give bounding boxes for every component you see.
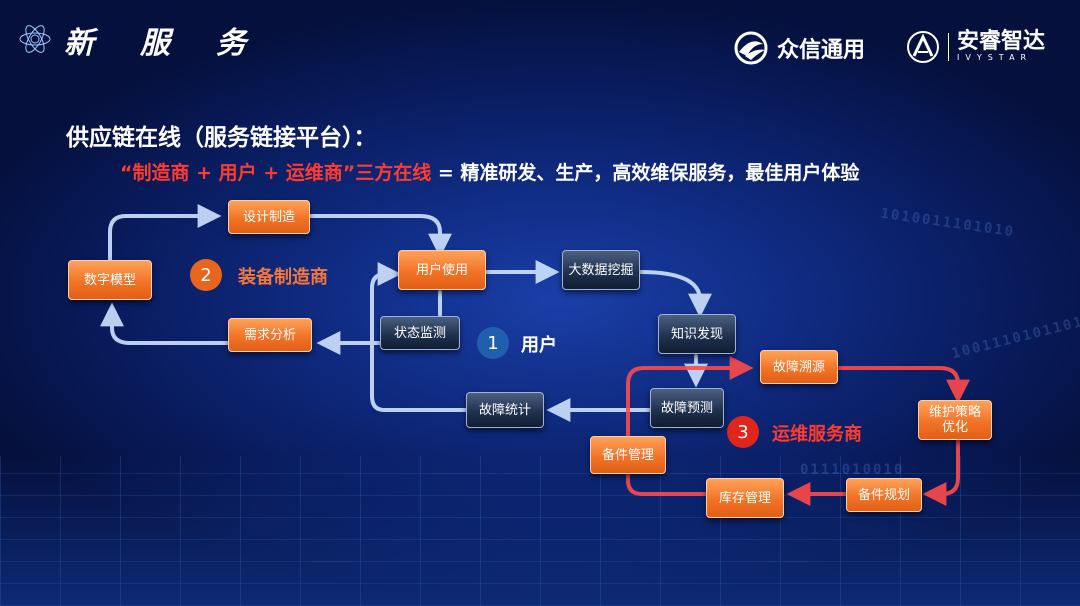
brand-ivystar-sub: IVYSTAR <box>957 53 1033 62</box>
node-fault-prediction[interactable]: 故障预测 <box>650 388 724 428</box>
node-knowledge-discovery[interactable]: 知识发现 <box>658 314 736 354</box>
node-digital-model[interactable]: 数字模型 <box>68 260 152 300</box>
node-status-monitor[interactable]: 状态监测 <box>380 316 460 350</box>
brand-divider <box>948 33 949 61</box>
node-spare-parts-planning[interactable]: 备件规划 <box>846 478 922 512</box>
brand-zhongxin: 众信通用 <box>733 30 865 66</box>
logo-mark-icon <box>19 25 51 53</box>
badge-user-label: 用户 <box>521 335 557 356</box>
node-spare-parts-management[interactable]: 备件管理 <box>590 436 666 474</box>
node-fault-stats[interactable]: 故障统计 <box>466 392 544 428</box>
binary-decoration: 0111010010 <box>800 462 905 478</box>
node-fault-tracing[interactable]: 故障溯源 <box>760 350 838 384</box>
header: 新服务 众信通用 安睿智达 IVYSTAR <box>0 0 1080 80</box>
section-subheading: “制造商 + 用户 + 运维商”三方在线 = 精准研发、生产，高效维保服务，最佳… <box>120 158 859 185</box>
subheading-highlight: “制造商 + 用户 + 运维商”三方在线 <box>120 162 432 184</box>
brand-ivystar-name: 安睿智达 <box>957 29 1046 54</box>
badge-service-number: 3 <box>727 416 759 448</box>
node-user-usage[interactable]: 用户使用 <box>398 250 486 290</box>
section-heading: 供应链在线（服务链接平台）： <box>66 125 377 151</box>
ivystar-logo-icon <box>907 31 939 63</box>
badge-service-label: 运维服务商 <box>772 424 862 445</box>
node-design-manufacture[interactable]: 设计制造 <box>228 200 310 234</box>
badge-user-number: 1 <box>477 327 509 359</box>
badge-manufacturer-label: 装备制造商 <box>238 267 328 288</box>
node-maintenance-strategy[interactable]: 维护策略优化 <box>918 400 992 440</box>
node-inventory-management[interactable]: 库存管理 <box>706 478 784 518</box>
brand-zhongxin-name: 众信通用 <box>777 38 866 63</box>
subheading-rest: = 精准研发、生产，高效维保服务，最佳用户体验 <box>431 162 860 184</box>
badge-manufacturer-number: 2 <box>190 259 222 291</box>
zhongxin-logo-icon <box>734 31 768 65</box>
brand-ivystar: 安睿智达 IVYSTAR <box>906 30 1045 64</box>
node-demand-analysis[interactable]: 需求分析 <box>228 318 312 352</box>
page-title: 新服务 <box>64 26 292 61</box>
node-big-data-mining[interactable]: 大数据挖掘 <box>562 250 640 290</box>
